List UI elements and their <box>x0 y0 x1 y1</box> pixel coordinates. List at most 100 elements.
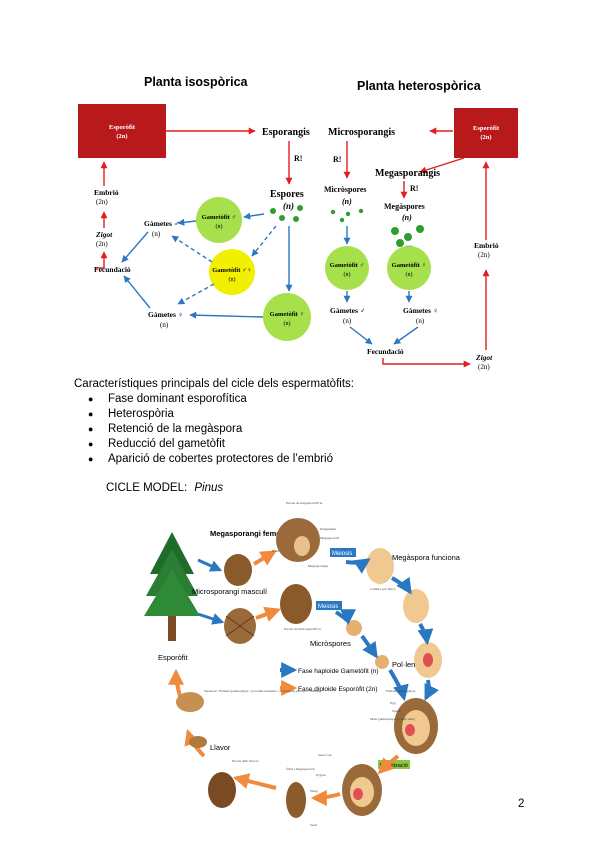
microspore-stages <box>346 620 389 669</box>
pinus-cycle-figure: Esporòfit Megasporangi femení Microspora… <box>144 501 460 827</box>
pinus-seed-label: Llavor <box>210 743 231 752</box>
arrow-male-to-section <box>255 606 282 622</box>
isosporic-embryo: Embrió <box>94 188 119 197</box>
heterosporic-gametophyte-female: Gametòfit ♀ <box>392 262 427 269</box>
heterosporic-megaspores-ploidy: (n) <box>402 213 412 222</box>
arrow-haploid-7 <box>424 679 439 701</box>
pinus-meiosis-2: Meiosis <box>318 604 338 610</box>
model-heading: CICLE MODEL: Pinus <box>106 482 223 494</box>
arrow-haploid-6 <box>388 668 409 702</box>
label-wing: Wing <box>310 789 318 793</box>
isosporic-spore-dots <box>270 205 303 222</box>
arrow-haploid-1 <box>345 558 371 574</box>
label-ovule-scale: Escata de megasporòfil·le <box>286 501 323 505</box>
heterosporic-microspores-ploidy: (n) <box>342 197 352 206</box>
heterosporic-sporophyte-box <box>454 108 518 158</box>
ovule-inner <box>294 536 310 556</box>
isosporic-spores-ploidy: (n) <box>283 201 294 211</box>
seed-illustration <box>286 782 306 818</box>
pinus-sporophyte-label: Esporòfit <box>158 653 189 662</box>
male-cone-illustration <box>224 608 256 644</box>
heterosporic-zygote: Zigot <box>475 353 493 362</box>
heterosporic-meiosis-2: R! <box>410 184 418 193</box>
arrow-gametes-male-to-fert <box>349 326 373 345</box>
arrow-herm-to-gametes-male <box>171 235 213 263</box>
arrow-spores-to-gam-herm <box>251 225 277 257</box>
page-number: 2 <box>518 798 525 810</box>
life-cycle-diagrams: Planta isospòrica Esporòfit (2n) Esporan… <box>78 75 518 371</box>
legend-haploid-text: Fase haploide Gametòfit (n) <box>298 668 379 675</box>
heterosporic-gametes-female: Gàmetes ♀ <box>403 306 438 315</box>
isosporic-sporophyte-label: Esporòfit <box>109 124 136 131</box>
characteristics-heading: Característiques principals del cicle de… <box>74 378 354 390</box>
label-seed-coat: Seed coat <box>318 753 332 757</box>
heterosporic-megaspores: Megàspores <box>384 202 425 211</box>
label-pollen-chamber: Cambra pol·línica <box>370 587 396 591</box>
label-seedcoat: Seedcoat / Female gametophyte / provides… <box>204 689 321 693</box>
heterosporic-gametes-female-ploidy: (n) <box>416 317 425 325</box>
arrow-diploid-5 <box>168 668 185 697</box>
heterosporic-embryo-ploidy: (2n) <box>478 251 490 259</box>
heterosporic-megasporangia: Megasporangis <box>375 168 440 179</box>
legend: Fase haploide Gametòfit (n) Fase diploid… <box>280 662 379 696</box>
isosporic-gametophyte-herm: Gametòfit ♂♀ <box>212 267 252 274</box>
model-label: CICLE MODEL: <box>106 482 188 494</box>
label-megasporangium: Megasporangi <box>308 564 328 568</box>
heterosporic-fertilization: Fecundació <box>367 347 404 356</box>
isosporic-gametes-female-ploidy: (n) <box>160 321 169 329</box>
arrow-haploid-4 <box>334 609 356 626</box>
germinating-seed-illustration <box>189 736 207 748</box>
arrow-gam-female-to-gametes <box>189 311 264 319</box>
isosporic-fertilization: Fecundació <box>94 265 131 274</box>
isosporic-gam-female-ploidy: (n) <box>284 320 291 327</box>
label-pollen-tube: Male gametophyte (pollen tube) <box>370 717 416 721</box>
pinus-functional-megaspore: Megàspora funcional <box>392 553 460 562</box>
microsporangium-section <box>280 584 312 624</box>
isosporic-meiosis: R! <box>294 154 302 163</box>
heterosporic-gametes-male: Gàmetes ♂ <box>330 306 365 315</box>
heterosporic-title: Planta heterospòrica <box>357 79 482 93</box>
arrow-diploid-3 <box>232 773 277 790</box>
isosporic-gametophyte-male-circle <box>196 197 242 243</box>
label-seeds-scale: Escata amb llavors <box>232 759 259 763</box>
heterosporic-microspore-dots <box>330 208 364 223</box>
arrow-gametes-female-to-fert <box>123 275 151 309</box>
label-megasporocyte: Megasporòcit <box>320 536 339 540</box>
isosporic-gametes-male-ploidy: (n) <box>152 230 161 238</box>
arrow-herm-to-gametes-female <box>177 283 215 305</box>
characteristic-item: Reducció del gametòfit <box>88 437 333 452</box>
arrow-female-to-section <box>252 550 277 566</box>
arrow-gametes-male-to-fert <box>121 231 149 263</box>
heterosporic-gam-female-ploidy: (n) <box>406 271 413 278</box>
meiosis-badge-2 <box>316 601 342 610</box>
heterosporic-zygote-ploidy: (2n) <box>478 363 490 371</box>
label-microsporangia: Escata de microsporòfil·le <box>284 627 321 631</box>
model-genus: Pinus <box>194 482 224 494</box>
heterosporic-gametophyte-female-circle <box>387 246 431 290</box>
pinus-meiosis-1: Meiosis <box>332 551 352 557</box>
isosporic-gametes-female: Gàmetes ♀ <box>148 310 183 319</box>
heterosporic-gam-male-ploidy: (n) <box>344 271 351 278</box>
ovule-stages <box>342 548 442 816</box>
arrow-diploid-1 <box>377 754 400 775</box>
arrow-haploid-2 <box>391 576 412 595</box>
heterosporic-sporophyte-ploidy: (2n) <box>480 134 491 141</box>
isosporic-spores: Espores <box>270 189 304 200</box>
heterosporic-megaspore-dots <box>391 225 424 247</box>
heterosporic-microspores: Micròspores <box>324 185 367 194</box>
isosporic-embryo-ploidy: (2n) <box>96 198 108 206</box>
arrow-gametes-female-to-fert <box>393 326 419 345</box>
isosporic-gam-herm-ploidy: (n) <box>229 276 236 283</box>
embryo-seed-illustration <box>176 692 204 712</box>
label-female-gametophyte: Female gametophyte <box>386 689 416 693</box>
arrow-sporophyte-to-megasporangia <box>419 157 465 174</box>
arrow-fert-to-zygote <box>96 251 108 269</box>
pinus-pollen: Pol·len <box>392 660 415 669</box>
label-seed: Seed <box>310 823 317 827</box>
seed-cone-illustration <box>208 772 236 808</box>
pinus-microsporangium: Microsporangi masculí <box>192 587 268 596</box>
legend-diploid-text: Fase diploide Esporòfit (2n) <box>298 686 378 693</box>
label-ovule: Òvul <box>272 548 279 553</box>
label-sperm: Sperm <box>392 709 401 713</box>
isosporic-title: Planta isospòrica <box>144 75 249 89</box>
